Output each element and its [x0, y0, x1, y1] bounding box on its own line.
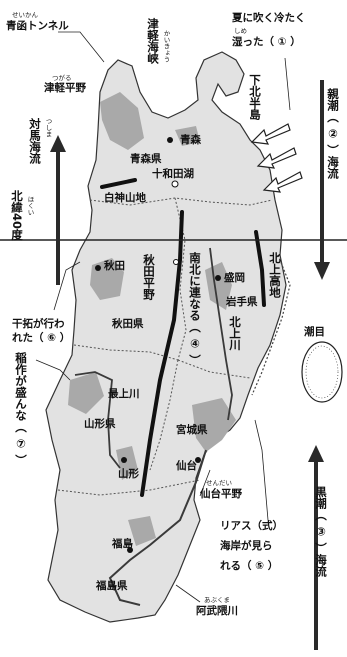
kitakami-highland-label: 北上高地	[268, 252, 282, 298]
tsushima-current-label: 対馬海流	[28, 118, 42, 164]
miyagi-pref-label: 宮城県	[176, 424, 208, 436]
inasaku-label: 稲作が盛んな（ ⑦ ）	[14, 352, 28, 467]
pref-boundary-yamagata-miyagi	[149, 359, 179, 471]
aomori-city-marker	[167, 137, 173, 143]
inasaku-leader	[35, 359, 71, 381]
abukuma-river	[108, 449, 207, 606]
pref-boundary-iwate-miyagi	[177, 359, 251, 379]
aomori-city-label: 青森	[180, 134, 201, 146]
fukushima-pref-label: 福島県	[96, 580, 128, 592]
rias-label-2: 海岸が見ら	[220, 540, 273, 552]
oyashio-label: 親潮（ ② ）海流	[326, 88, 340, 180]
shiome-oval	[301, 341, 343, 403]
shimokita-label: 下北半島	[248, 74, 262, 120]
sendai-plain-area	[192, 398, 236, 452]
shiome-label: 潮目	[304, 326, 325, 338]
yamagata-area	[68, 372, 104, 414]
summer-wind-leader	[284, 57, 291, 111]
tsugaru-plain-label: 津軽平野	[44, 82, 86, 94]
abukuma-leader	[175, 584, 201, 603]
aomori-pref-label: 青森県	[130, 153, 162, 165]
seikan-ruby: せいかん	[12, 11, 38, 19]
pref-boundary-fukushima	[57, 479, 201, 496]
fukushima-city-marker	[127, 547, 133, 553]
kitakami-river	[209, 247, 233, 421]
lat40-ruby: ほくい	[26, 196, 34, 216]
akita-pref-label: 秋田県	[112, 318, 144, 330]
sendai-city-marker	[195, 457, 201, 463]
morioka-area	[205, 262, 232, 310]
towada-label: 十和田湖	[152, 168, 194, 180]
tsushima-ruby: つしま	[44, 118, 52, 138]
yamagata-basin-area	[116, 446, 138, 480]
yamagata-pref-label: 山形県	[84, 418, 116, 430]
pref-boundary-aomori	[89, 197, 273, 206]
yamase-wind-arrows	[250, 123, 303, 193]
akita-plain-label: 秋田平野	[142, 254, 156, 300]
shirakami-label: 白神山地	[104, 192, 146, 204]
sendai-city-label: 仙台	[176, 460, 197, 472]
tsugaru-plain-ruby: つがる	[52, 74, 72, 82]
kantaku-leader	[53, 261, 81, 311]
small-lake-marker	[173, 259, 179, 265]
kantaku-label-2: れた（ ⑥ ）	[12, 332, 71, 344]
kantaku-label: 干拓が行わ	[12, 318, 65, 330]
mogami-label: 最上川	[108, 388, 140, 400]
tsugaru-strait-ruby: かいきょう	[162, 30, 170, 63]
fukushima-area	[128, 516, 156, 546]
fukushima-city-label: 福島	[112, 538, 133, 550]
tohoku-land	[45, 51, 287, 623]
abukuma-label: 阿武隈川	[196, 605, 238, 617]
lat40-label: 北緯40度	[10, 190, 24, 241]
iwate-pref-label: 岩手県	[226, 296, 258, 308]
ou-mountains	[140, 210, 184, 497]
yamagata-city-label: 山形	[118, 468, 139, 480]
nanboku-label: 南北に連なる（ ④ ）	[188, 252, 202, 367]
summer-wind-label: 夏に吹く冷たく	[232, 12, 306, 24]
sendai-plain-label: 仙台平野	[200, 488, 242, 500]
sendai-leader	[199, 469, 211, 497]
rias-label-3: れる（ ⑤ ）	[220, 560, 279, 572]
summer-wind-label-2: 湿った（ ① ）	[232, 36, 301, 48]
akita-city-marker	[95, 265, 101, 271]
rias-coast	[251, 254, 291, 396]
aomori-area	[175, 126, 200, 146]
rias-leader	[254, 419, 269, 521]
mogami-river	[74, 371, 121, 469]
shimetta-ruby: しめ	[234, 27, 247, 35]
yamagata-city-marker	[121, 457, 127, 463]
tsugaru-plain-area	[100, 92, 144, 150]
abukuma-ruby: あぶくま	[204, 596, 230, 604]
morioka-city-marker	[215, 275, 221, 281]
shirakami-ridge	[100, 178, 137, 189]
kuroshio-label: 黒潮（ ③ ）海流	[314, 486, 328, 578]
towada-marker	[171, 180, 179, 188]
seikan-leader	[58, 31, 105, 63]
sendai-ruby: せんだい	[206, 479, 232, 487]
rias-label-1: リアス（式）	[220, 520, 283, 532]
pref-boundary-akita-yamagata	[73, 344, 179, 361]
akita-city-label: 秋田	[104, 260, 125, 272]
seikan-tunnel-label: 青函トンネル	[6, 20, 69, 32]
kitakami-river-label: 北上川	[228, 316, 242, 351]
tsugaru-strait-label: 津軽海峡	[146, 18, 160, 64]
morioka-label: 盛岡	[224, 272, 245, 284]
kitakami-highland-ridge	[254, 230, 266, 307]
